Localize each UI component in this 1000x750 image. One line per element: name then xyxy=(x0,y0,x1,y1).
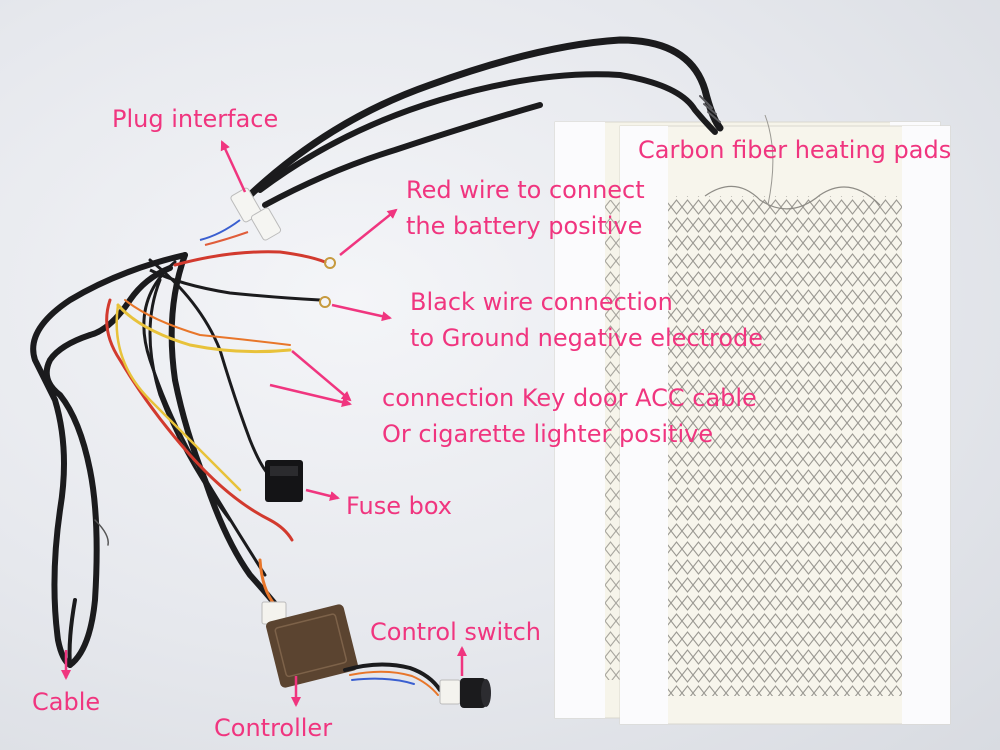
arrow-acc-orange xyxy=(269,383,352,408)
label-controller: Controller xyxy=(214,714,333,742)
arrow-acc-yellow xyxy=(291,350,352,402)
label-black-wire-2: to Ground negative electrode xyxy=(410,324,764,352)
label-plug-interface: Plug interface xyxy=(112,105,279,133)
annotation-arrows xyxy=(61,140,467,707)
controller-module xyxy=(261,601,358,688)
fuse-box-part xyxy=(265,460,303,502)
arrow-fuse-box xyxy=(305,488,340,501)
label-acc-1: connection Key door ACC cable xyxy=(382,384,757,412)
arrow-black-wire xyxy=(331,303,392,322)
red-wire xyxy=(105,250,336,542)
control-switch-part xyxy=(439,678,491,708)
label-red-wire-1: Red wire to connect xyxy=(406,176,645,204)
label-red-wire-2: the battery positive xyxy=(406,212,643,240)
pad-cable xyxy=(246,36,724,208)
long-cable-loop xyxy=(30,252,188,668)
arrow-red-wire xyxy=(339,208,398,256)
label-carbon-pads: Carbon fiber heating pads xyxy=(638,136,952,164)
plug-connectors xyxy=(199,187,282,246)
label-cable: Cable xyxy=(32,688,101,716)
heating-pad-front xyxy=(619,114,951,725)
switch-wires xyxy=(343,662,442,696)
controller-harness xyxy=(142,252,283,613)
label-acc-2: Or cigarette lighter positive xyxy=(382,420,714,448)
arrow-plug-interface xyxy=(220,140,247,193)
black-ground-wire xyxy=(149,268,331,308)
acc-wires xyxy=(115,299,292,607)
label-black-wire-1: Black wire connection xyxy=(410,288,673,316)
label-fuse-box: Fuse box xyxy=(346,492,452,520)
label-control-switch: Control switch xyxy=(370,618,541,646)
